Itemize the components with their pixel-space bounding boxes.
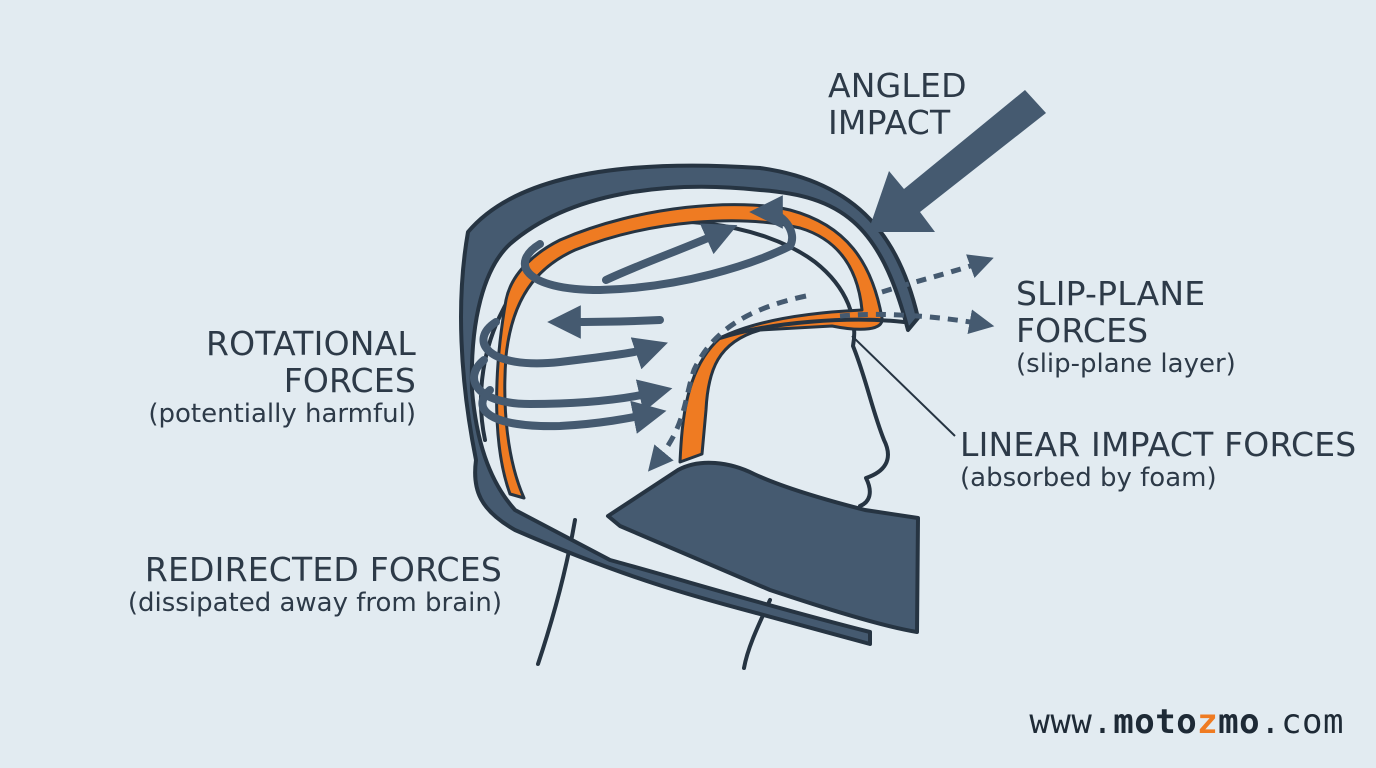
impact-arrow-icon (868, 90, 1046, 232)
rotational-arrows (470, 195, 796, 434)
rotational-arrow-2 (602, 223, 738, 284)
slip-plane-forces-label: SLIP-PLANE FORCES (slip-plane layer) (1016, 274, 1236, 379)
rotational-forces-label: ROTATIONAL FORCES (potentially harmful) (148, 324, 416, 429)
redirected-forces-label: REDIRECTED FORCES (dissipated away from … (127, 550, 502, 618)
redirected-title: REDIRECTED FORCES (144, 550, 502, 589)
slip-arrow-lower (839, 309, 995, 335)
visor-edge (718, 317, 906, 340)
chin-bar (606, 460, 920, 634)
angled-impact-line-2: IMPACT (828, 102, 951, 142)
rotational-arrow-4 (479, 318, 668, 370)
linear-leader-line (851, 335, 956, 437)
rotational-arrow-5 (470, 356, 673, 413)
angled-impact-line-1: ANGLED (828, 66, 967, 105)
slip-plane-arrows (839, 254, 995, 335)
watermark-brand-a: moto (1113, 702, 1198, 742)
redirected-note: (dissipated away from brain) (127, 587, 502, 618)
site-watermark: www.motozmo.com (1029, 702, 1344, 742)
watermark-suffix: .com (1260, 702, 1344, 742)
linear-title: LINEAR IMPACT FORCES (960, 425, 1357, 464)
rotational-arrow-6 (478, 386, 667, 434)
slip-arrow-upper (881, 254, 994, 295)
slip-plane-liner (495, 203, 884, 500)
redirected-arrow (648, 293, 807, 472)
slip-note: (slip-plane layer) (1016, 348, 1236, 379)
watermark-prefix: www. (1029, 702, 1114, 742)
watermark-brand-b: z (1197, 702, 1219, 742)
slip-title-line-1: SLIP-PLANE (1016, 274, 1206, 313)
angled-impact-label: ANGLED IMPACT (828, 66, 967, 142)
rotational-arrow-3 (547, 305, 664, 339)
rotational-title-line-2: FORCES (283, 360, 416, 400)
linear-impact-forces-label: LINEAR IMPACT FORCES (absorbed by foam) (960, 425, 1357, 493)
rotational-title-line-1: ROTATIONAL (205, 324, 416, 363)
rotational-arrow-1 (520, 195, 796, 295)
slip-title-line-2: FORCES (1016, 310, 1149, 350)
linear-note: (absorbed by foam) (960, 462, 1217, 493)
watermark-brand-c: mo (1218, 702, 1261, 742)
rotational-note: (potentially harmful) (148, 398, 416, 429)
